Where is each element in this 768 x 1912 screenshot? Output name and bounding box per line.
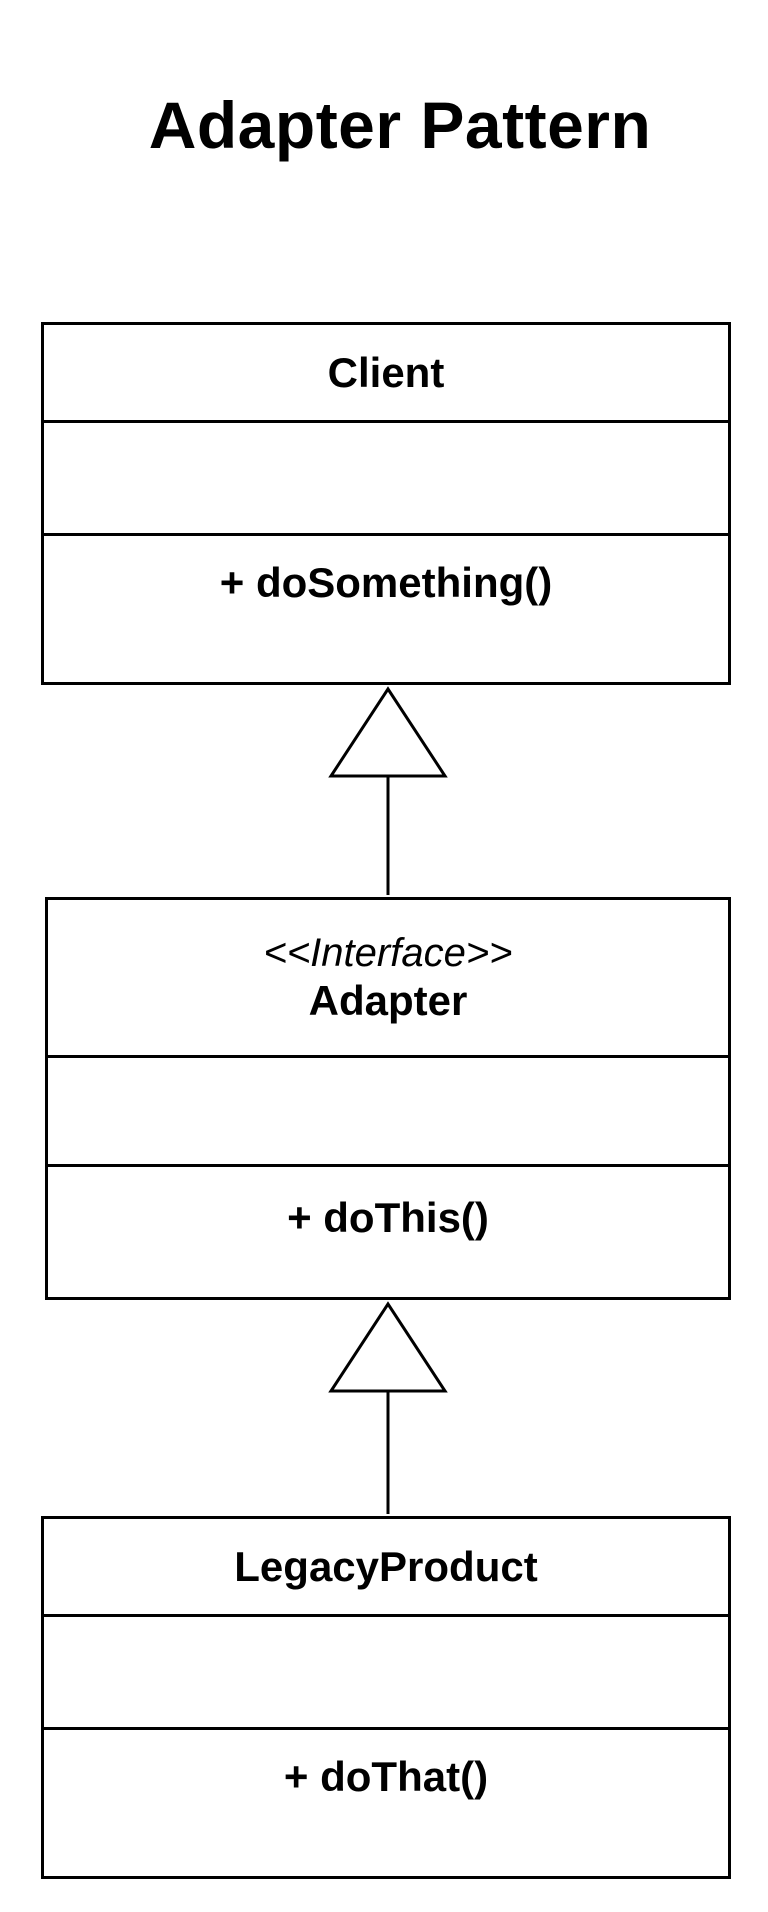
class-adapter-stereotype: <<Interface>> [263, 930, 513, 975]
generalization-adapter-to-client [328, 686, 448, 895]
class-legacy-product-name: LegacyProduct [234, 1542, 538, 1590]
generalization-legacy-product-to-adapter [328, 1301, 448, 1514]
class-client[interactable]: Client + doSomething() [41, 322, 731, 685]
inheritance-arrowhead-icon [328, 1301, 448, 1393]
class-adapter[interactable]: <<Interface>> Adapter + doThis() [45, 897, 731, 1300]
class-adapter-methods-compartment: + doThis() [48, 1167, 728, 1297]
class-adapter-name: Adapter [308, 976, 468, 1024]
class-legacy-product-methods-compartment: + doThat() [44, 1730, 728, 1876]
inheritance-arrowhead-icon [328, 686, 448, 778]
diagram-title: Adapter Pattern [148, 88, 652, 162]
class-adapter-attributes-compartment [48, 1058, 728, 1167]
class-legacy-product-method: + doThat() [283, 1753, 489, 1800]
class-legacy-product-attributes-compartment [44, 1617, 728, 1730]
class-legacy-product[interactable]: LegacyProduct + doThat() [41, 1516, 731, 1879]
class-adapter-name-compartment: <<Interface>> Adapter [48, 900, 728, 1058]
class-client-methods-compartment: + doSomething() [44, 536, 728, 682]
class-client-attributes-compartment [44, 423, 728, 536]
class-legacy-product-name-compartment: LegacyProduct [44, 1519, 728, 1617]
class-client-name-compartment: Client [44, 325, 728, 423]
class-client-method: + doSomething() [219, 559, 553, 606]
class-client-name: Client [327, 348, 445, 396]
class-adapter-method: + doThis() [287, 1194, 489, 1241]
